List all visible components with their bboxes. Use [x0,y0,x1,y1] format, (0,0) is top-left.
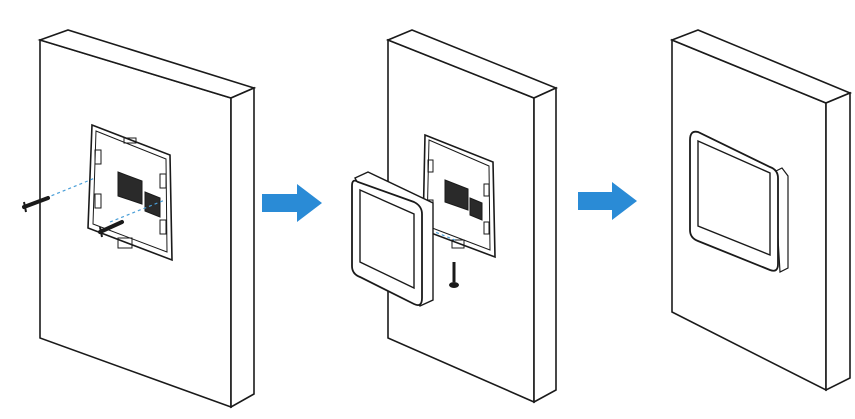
step-3-mounted-panel [669,29,853,392]
device-screen [697,139,771,257]
screw-left [22,196,50,213]
mounting-bracket-2 [422,133,496,259]
guide-line-1b [109,199,166,223]
arrow-right-icon [262,184,322,222]
device-screen [359,188,415,290]
guide-line-2 [424,227,456,241]
screw-bottom [98,220,124,238]
screw-small [449,262,459,288]
step-2-attach-panel [351,29,559,404]
step-1-wall-bracket-mounting [22,29,257,409]
mounted-touch-panel [689,130,789,273]
touch-panel-device [351,171,434,307]
arrow-right-icon [578,182,637,220]
guide-line-1a [45,177,96,199]
